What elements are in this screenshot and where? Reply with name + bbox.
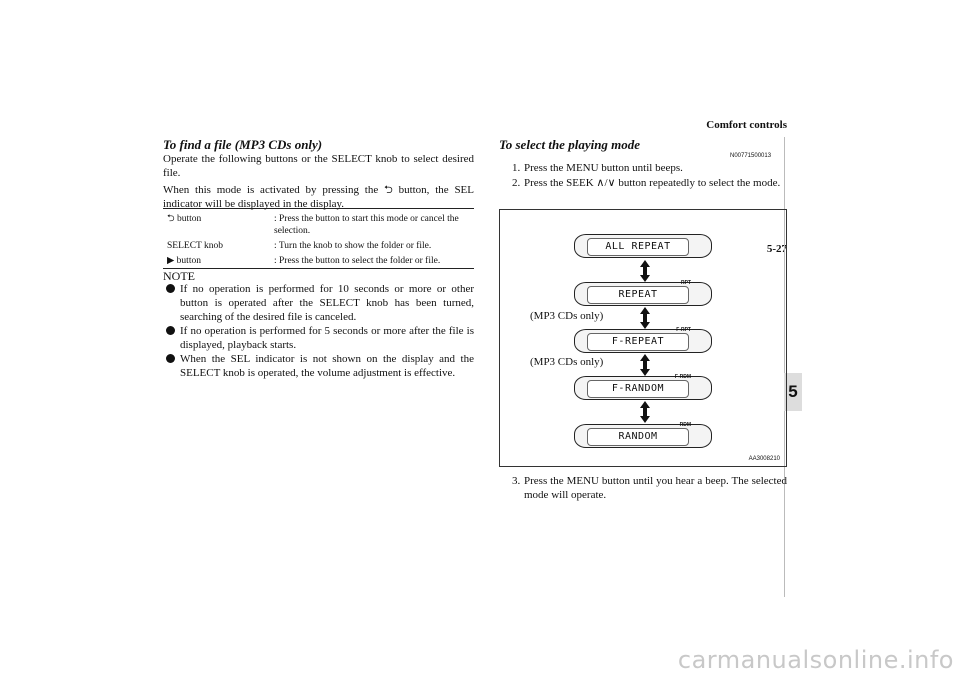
mode-label: F-RANDOM <box>587 380 689 398</box>
mode-diagram: ALL REPEAT REPEAT RPT (MP3 CDs only) F-R… <box>499 209 787 467</box>
list-item: If no operation is performed for 5 secon… <box>163 324 474 352</box>
mode-indicator: RDM <box>679 422 691 428</box>
mode-indicator: F-RDM <box>674 374 691 380</box>
table-row: ⮌ button : Press the button to start thi… <box>163 213 474 237</box>
mode-label: RANDOM <box>587 428 689 446</box>
list-item: If no operation is performed for 10 seco… <box>163 282 474 324</box>
notes-list: If no operation is performed for 10 seco… <box>163 282 474 380</box>
mode-indicator: F-RPT <box>676 327 691 333</box>
note-label: NOTE <box>163 269 195 283</box>
table-bottom-rule <box>163 268 474 269</box>
watermark: carmanualsonline.info <box>677 646 954 674</box>
reference-code: N00771500013 <box>730 153 772 159</box>
control-description: : Turn the knob to show the folder or fi… <box>274 241 432 251</box>
chapter-number: 5 <box>788 382 798 401</box>
mode-label: ALL REPEAT <box>587 238 689 256</box>
bullet-icon <box>166 326 175 335</box>
mode-display: F-REPEAT F-RPT <box>574 327 712 353</box>
step-1: 1.Press the MENU button until beeps. <box>512 162 683 174</box>
updown-arrow-icon <box>640 354 650 376</box>
table-top-rule <box>163 208 474 209</box>
step-2: 2.Press the SEEK ∧/∨ button repeatedly t… <box>512 177 781 189</box>
running-header: Comfort controls <box>706 119 787 131</box>
mp3-only-note: (MP3 CDs only) <box>530 356 604 368</box>
control-name: SELECT knob <box>167 241 224 251</box>
section-heading-playing-mode: To select the playing mode <box>499 137 641 152</box>
updown-arrow-icon <box>640 401 650 423</box>
mp3-only-note: (MP3 CDs only) <box>530 310 604 322</box>
mode-label: F-REPEAT <box>587 333 689 351</box>
bullet-icon <box>166 354 175 363</box>
updown-arrow-icon <box>640 307 650 329</box>
mode-indicator: RPT <box>681 280 691 286</box>
updown-arrow-icon <box>640 260 650 282</box>
page-number: 5-27 <box>766 243 787 255</box>
control-description: : Press the button to select the folder … <box>274 256 441 266</box>
mode-display: REPEAT RPT <box>574 280 712 306</box>
section-heading-find-file: To find a file (MP3 CDs only) <box>163 137 323 152</box>
mode-display: ALL REPEAT <box>574 234 712 258</box>
chapter-tab: 5 <box>784 373 802 411</box>
mode-display: F-RANDOM F-RDM <box>574 374 712 400</box>
control-description: : Press the button to start this mode or… <box>274 214 459 236</box>
mode-display: RANDOM RDM <box>574 422 712 448</box>
chapter-rule <box>784 137 785 597</box>
controls-table: ⮌ button : Press the button to start thi… <box>163 213 474 270</box>
figure-code: AA3008210 <box>748 456 780 462</box>
activation-paragraph: When this mode is activated by pressing … <box>163 184 474 210</box>
step-3: 3.Press the MENU button until you hear a… <box>512 475 787 501</box>
bullet-icon <box>166 284 175 293</box>
control-name: ▶ button <box>167 256 201 266</box>
list-item: When the SEL indicator is not shown on t… <box>163 352 474 380</box>
table-row: SELECT knob : Turn the knob to show the … <box>163 240 474 252</box>
control-name: ⮌ button <box>167 214 202 224</box>
intro-paragraph: Operate the following buttons or the SEL… <box>163 153 474 179</box>
table-row: ▶ button : Press the button to select th… <box>163 255 474 267</box>
mode-label: REPEAT <box>587 286 689 304</box>
